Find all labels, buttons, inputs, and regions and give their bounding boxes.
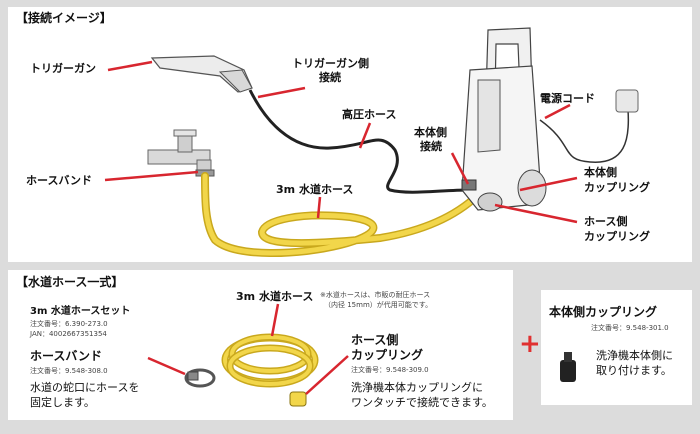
leader-trigger-gun (107, 60, 153, 72)
hose-coupling-product-icon (289, 391, 307, 407)
label-main-unit-side-1: 本体側 (414, 126, 447, 139)
leader-set-hose-band (147, 356, 186, 376)
label-main-unit-side-2: 接続 (420, 140, 442, 153)
set-hose-title: 3m 水道ホース (236, 290, 314, 303)
coupling-title-1: ホース側 (351, 333, 399, 347)
coupling-title-2: カップリング (351, 348, 424, 362)
coupling-desc-2: ワンタッチで接続できます。 (351, 396, 493, 409)
set-order-no: 注文番号：6.390-273.0 (30, 320, 108, 328)
leader-trigger-gun-side (257, 86, 306, 99)
leader-set-coupling (305, 355, 349, 395)
label-hose-coupling-1: ホース側 (584, 215, 628, 228)
coupling-order: 注文番号：9.548-309.0 (351, 366, 429, 374)
set-name: 3m 水道ホースセット (30, 306, 131, 317)
hose-band-product-icon (184, 368, 216, 388)
label-high-pressure-hose: 高圧ホース (342, 108, 397, 121)
coupling-panel-desc-1: 洗浄機本体側に (596, 349, 673, 362)
label-trigger-gun-side-2: 接続 (319, 71, 341, 84)
set-jan: JAN：4002667351354 (30, 330, 107, 338)
label-hose-coupling-2: カップリング (584, 230, 650, 243)
coupling-panel-order: 注文番号：9.548-301.0 (591, 324, 669, 332)
label-trigger-gun: トリガーガン (30, 62, 96, 75)
hose-band-title: ホースバンド (30, 349, 103, 363)
power-cord-icon (539, 109, 630, 163)
coupling-panel-title: 本体側カップリング (549, 305, 658, 319)
coupling-desc-1: 洗浄機本体カップリングに (351, 381, 483, 394)
leader-set-hose (270, 303, 280, 337)
high-pressure-hose-icon (248, 89, 471, 194)
leader-lines (104, 60, 578, 224)
leader-hose-coupling (494, 203, 578, 224)
leader-main-unit-coupling (519, 176, 578, 192)
leader-main-unit-side (450, 152, 470, 185)
power-plug-icon (615, 89, 639, 113)
leader-hose-band (104, 170, 199, 182)
hose-band-desc-1: 水道の蛇口にホースを (30, 381, 140, 394)
section-title-hose-set: 【水道ホース一式】 (16, 275, 124, 289)
trigger-gun-icon (150, 55, 253, 93)
leader-water-hose (316, 196, 322, 219)
set-hose-note-2: （内径 15mm）が代用可能です。 (324, 301, 433, 309)
main-unit-coupling-panel (541, 290, 692, 405)
pressure-washer-icon (461, 27, 547, 212)
label-hose-band: ホースバンド (26, 174, 92, 187)
set-hose-note-1: ※水道ホースは、市販の耐圧ホース (320, 291, 431, 299)
main-unit-coupling-product-icon (560, 352, 576, 382)
label-trigger-gun-side-1: トリガーガン側 (292, 57, 369, 70)
label-main-unit-coupling-1: 本体側 (584, 166, 617, 179)
section-title-connection: 【接続イメージ】 (16, 11, 112, 25)
coupling-panel-desc-2: 取り付けます。 (596, 364, 672, 377)
hose-band-desc-2: 固定します。 (30, 396, 95, 409)
coiled-hose-product-icon (221, 333, 319, 388)
leader-power-cord (544, 103, 571, 120)
plus-sign: + (519, 329, 541, 359)
label-main-unit-coupling-2: カップリング (584, 181, 650, 194)
hose-band-order: 注文番号：9.548-308.0 (30, 367, 108, 375)
label-water-hose: 3m 水道ホース (276, 183, 354, 196)
label-power-cord: 電源コード (540, 92, 595, 105)
leader-high-pressure-hose (358, 122, 372, 149)
